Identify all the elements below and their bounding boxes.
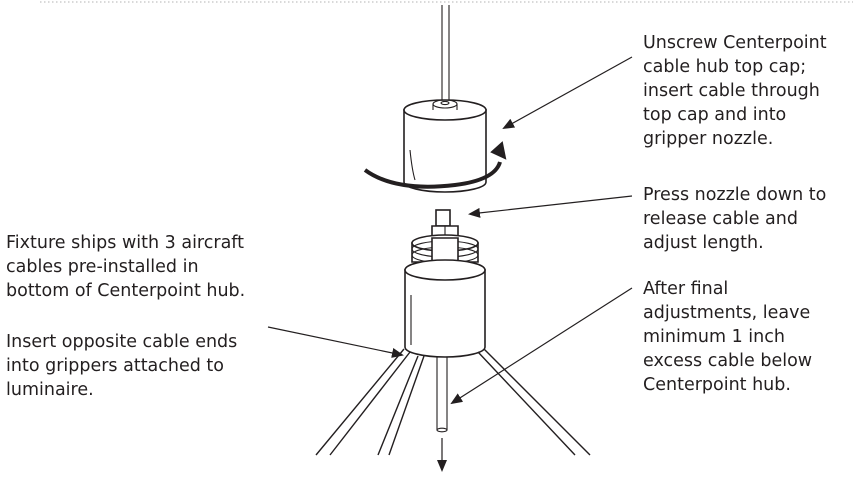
- instruction-line: Insert opposite cable ends: [6, 332, 238, 352]
- instruction-line: excess cable below: [643, 351, 813, 371]
- instruction-line: cables pre-installed in: [6, 257, 199, 277]
- instruction-line: adjust length.: [643, 233, 764, 253]
- unscrew-cap-instruction: Unscrew Centerpoint cable hub top cap; i…: [643, 31, 827, 151]
- instruction-line: luminaire.: [6, 380, 94, 400]
- press-nozzle-instruction: Press nozzle down to release cable and a…: [643, 183, 826, 255]
- hub-threads: [411, 234, 479, 264]
- insert-cable-ends-instruction: Insert opposite cable ends into grippers…: [6, 330, 237, 402]
- instruction-line: bottom of Centerpoint hub.: [6, 281, 246, 301]
- preinstalled-cables-note: Fixture ships with 3 aircraft cables pre…: [6, 231, 245, 303]
- instruction-line: Fixture ships with 3 aircraft: [6, 233, 245, 253]
- instruction-line: insert cable through: [643, 81, 820, 101]
- aircraft-cables: [315, 348, 591, 456]
- top-cable: [441, 5, 450, 103]
- top-cap: [403, 99, 487, 193]
- instruction-line: adjustments, leave: [643, 303, 811, 323]
- instruction-line: cable hub top cap;: [643, 57, 807, 77]
- excess-cable-instruction: After final adjustments, leave minimum 1…: [643, 277, 812, 397]
- instruction-line: minimum 1 inch: [643, 327, 785, 347]
- centerpoint-hub: [404, 259, 486, 358]
- rotation-arrow-icon: [363, 141, 507, 189]
- instruction-line: Unscrew Centerpoint: [643, 33, 827, 53]
- instruction-line: gripper nozzle.: [643, 129, 774, 149]
- instruction-line: release cable and: [643, 209, 798, 229]
- instruction-line: After final: [643, 279, 729, 299]
- instruction-line: top cap and into: [643, 105, 787, 125]
- instruction-line: Centerpoint hub.: [643, 375, 791, 395]
- instruction-line: into grippers attached to: [6, 356, 224, 376]
- instruction-line: Press nozzle down to: [643, 185, 827, 205]
- leader-arrow-icon: [267, 56, 633, 405]
